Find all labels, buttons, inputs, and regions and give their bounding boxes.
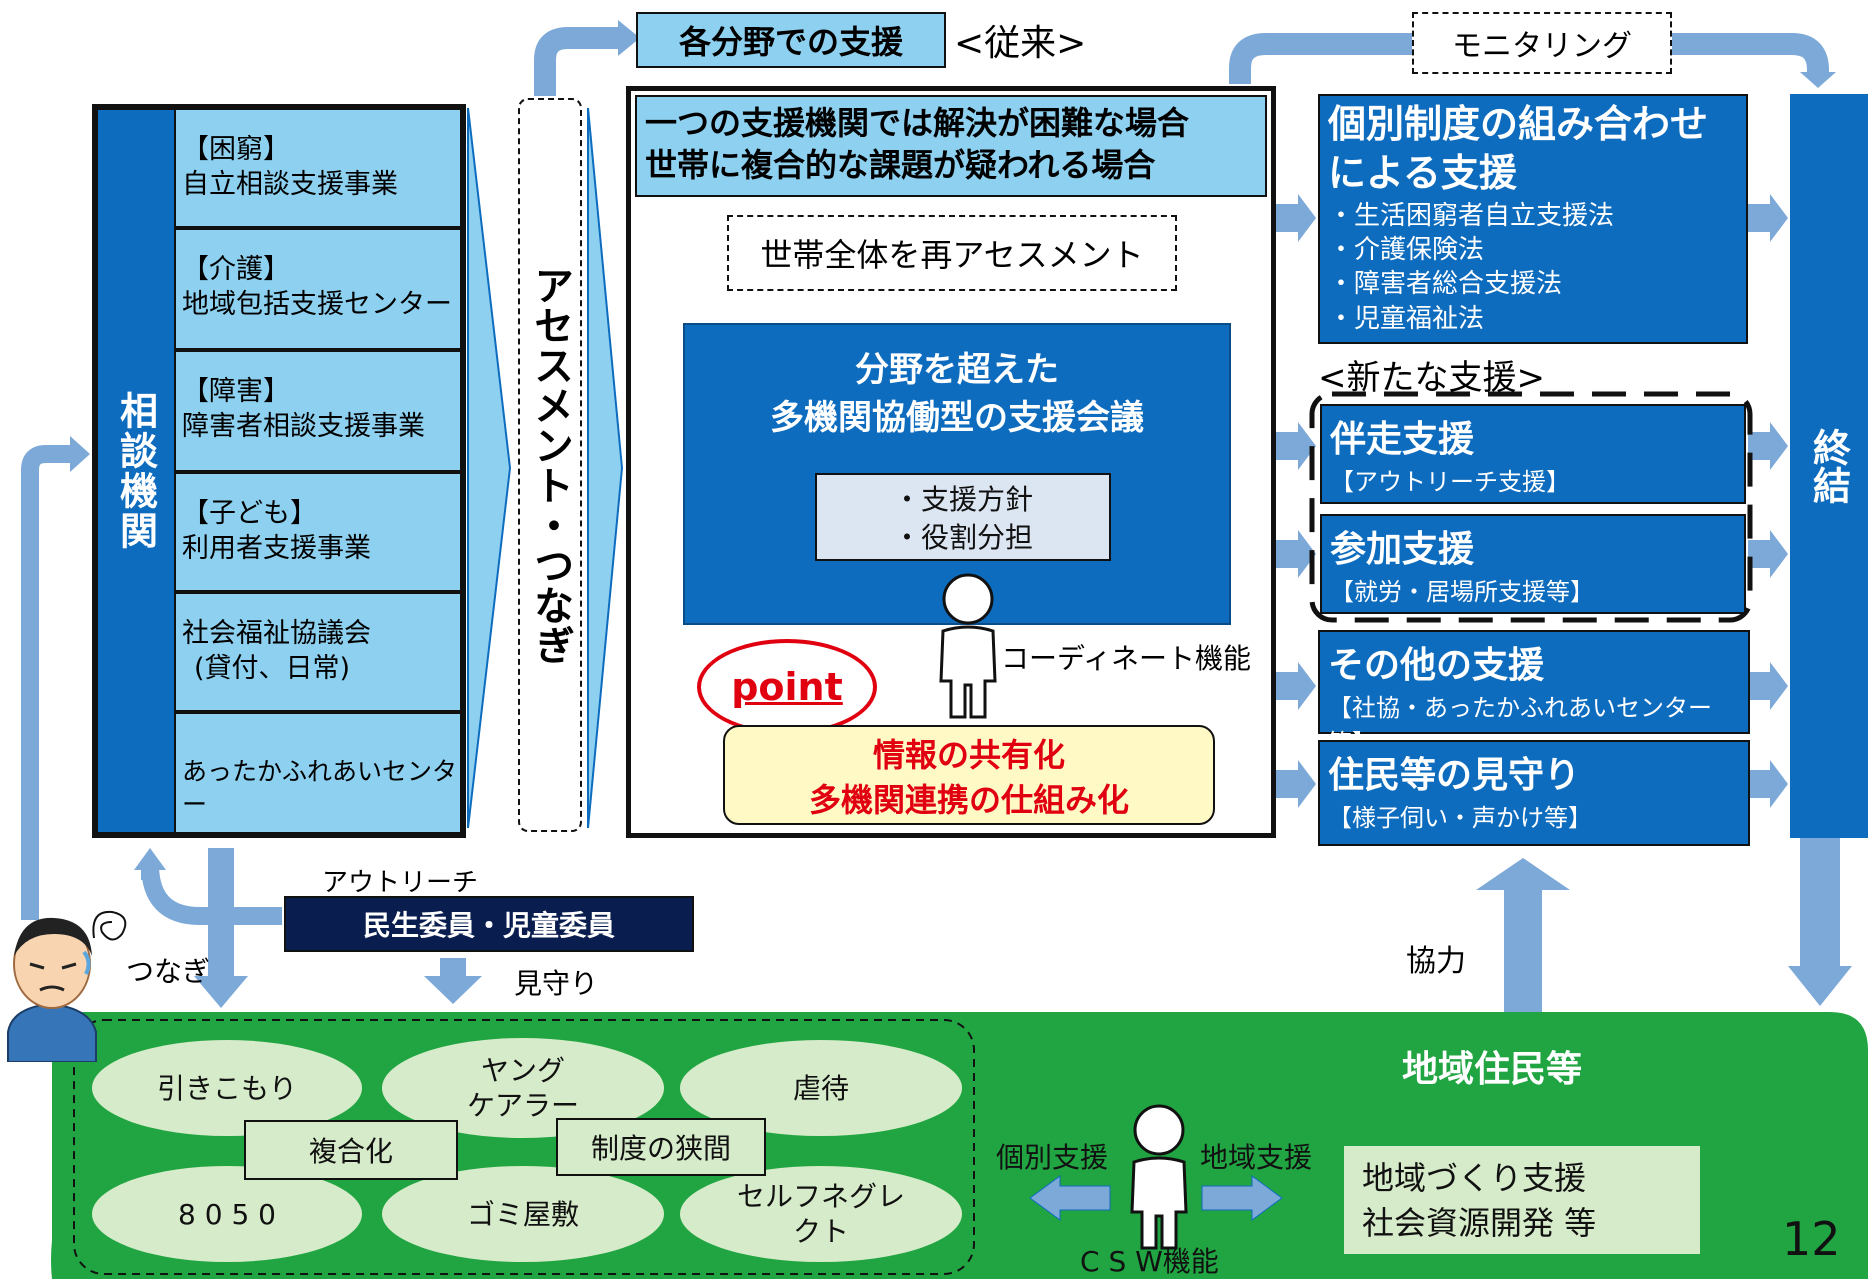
residents-label: 地域住民等 — [1402, 1049, 1583, 1090]
support-box-participation: 参加支援 【就労・居場所支援等】 — [1320, 514, 1746, 614]
agency-item: 【子ども】利用者支援事業 — [176, 474, 460, 592]
combined-support-box: 個別制度の組み合わせ による支援 ・生活困窮者自立支援法 ・介護保険法 ・障害者… — [1318, 94, 1748, 344]
support-sub: 【就労・居場所支援等】 — [1330, 578, 1594, 606]
arrow-person-to-agencies — [21, 445, 72, 920]
arrow-individual — [1029, 1175, 1111, 1221]
support-box-watch: 住民等の見守り 【様子伺い・声かけ等】 — [1318, 740, 1750, 846]
center-header-line1: 一つの支援機関では解決が困難な場合 — [645, 104, 1190, 142]
support-box-other: その他の支援 【社協・あったかふれあいセンター等】 — [1318, 630, 1750, 757]
issue-garbage-house: ゴミ屋敷 — [382, 1166, 664, 1262]
policy-line2: ・役割分担 — [892, 520, 1033, 554]
combined-title-line2: による支援 — [1328, 151, 1517, 196]
watch-label: 見守り — [514, 967, 599, 1000]
point-label: point — [731, 665, 843, 709]
conventional-support-label: 各分野での支援 — [678, 23, 903, 61]
csw-label: C S W機能 — [1080, 1245, 1219, 1278]
cooperate-label: 協力 — [1406, 944, 1466, 979]
page-number: 12 — [1782, 1212, 1841, 1266]
conventional-support-box: 各分野での支援 — [636, 12, 946, 68]
agency-item: 【困窮】自立相談支援事業 — [176, 110, 460, 228]
meeting-line2: 多機関協働型の支援会議 — [770, 397, 1144, 438]
outreach-label: アウトリーチ — [322, 868, 479, 898]
support-meeting-box: 分野を超えた 多機関協働型の支援会議 ・支援方針 ・役割分担 — [683, 323, 1231, 625]
point-bubble: point — [697, 639, 877, 735]
end-column: 終結 — [1790, 94, 1868, 838]
csw-person-icon — [1130, 1104, 1188, 1250]
arrows-supports-to-end — [1748, 194, 1788, 808]
agencies-title: 相談機関 — [113, 391, 158, 551]
monitoring-box: モニタリング — [1412, 12, 1672, 74]
volunteers-box: 民生委員・児童委員 — [284, 896, 694, 952]
agency-item: 【介護】地域包括支援センター — [176, 230, 460, 350]
support-sub: 【アウトリーチ支援】 — [1330, 468, 1570, 496]
volunteers-label: 民生委員・児童委員 — [362, 909, 615, 942]
support-title: 参加支援 — [1330, 529, 1475, 570]
new-support-tag: <新たな支援> — [1318, 358, 1545, 398]
law-item: ・児童福祉法 — [1328, 303, 1485, 334]
callout-line2: 多機関連携の仕組み化 — [808, 780, 1129, 819]
issue-8050: 8 0 5 0 — [92, 1166, 362, 1262]
support-box-accompany: 伴走支援 【アウトリーチ支援】 — [1320, 404, 1746, 504]
worried-person-icon — [7, 917, 97, 1062]
issue-self-neglect: セルフネグレクト — [680, 1166, 962, 1262]
conventional-tag: <従来> — [954, 23, 1087, 64]
worry-scribble-icon — [92, 910, 127, 941]
arrow-assessment-to-center — [587, 107, 624, 829]
callout-line1: 情報の共有化 — [872, 736, 1065, 774]
monitoring-label: モニタリング — [1452, 29, 1632, 64]
agency-item: 【障害】障害者相談支援事業 — [176, 352, 460, 472]
arrows-center-to-supports — [1276, 194, 1316, 808]
assessment-box: アセスメント・つなぎ — [518, 98, 582, 832]
individual-support-label: 個別支援 — [996, 1141, 1109, 1174]
policy-line1: ・支援方針 — [892, 483, 1033, 516]
agencies-title-column: 相談機関 — [98, 110, 174, 832]
center-header: 一つの支援機関では解決が困難な場合 世帯に複合的な課題が疑われる場合 — [635, 95, 1267, 197]
law-item: ・生活困窮者自立支援法 — [1328, 200, 1615, 231]
arrow-community — [1201, 1175, 1283, 1221]
assessment-label: アセスメント・つなぎ — [527, 265, 573, 665]
center-header-line2: 世帯に複合的な課題が疑われる場合 — [645, 145, 1156, 184]
agencies-list: 【困窮】自立相談支援事業 【介護】地域包括支援センター 【障害】障害者相談支援事… — [176, 110, 460, 832]
issues-frame — [73, 1019, 975, 1275]
agency-item: 社会福祉協議会(貸付、日常) — [176, 594, 460, 712]
community-dev-line2: 社会資源開発 等 — [1362, 1203, 1597, 1242]
law-item: ・介護保険法 — [1328, 235, 1485, 266]
center-panel: 一つの支援機関では解決が困難な場合 世帯に複合的な課題が疑われる場合 世帯全体を… — [626, 86, 1276, 838]
reassess-bubble: 世帯全体を再アセスメント — [727, 215, 1177, 291]
connect-label: つなぎ — [126, 955, 211, 988]
combined-title-line1: 個別制度の組み合わせ — [1328, 102, 1709, 146]
complex-tag: 複合化 — [244, 1120, 458, 1180]
policy-box: ・支援方針 ・役割分担 — [815, 473, 1111, 561]
arrow-to-conventional — [534, 27, 620, 96]
info-callout: 情報の共有化 多機関連携の仕組み化 — [723, 725, 1215, 825]
new-support-frame — [1309, 391, 1753, 623]
arrow-agencies-to-assessment — [467, 107, 512, 829]
support-title: その他の支援 — [1328, 645, 1545, 686]
gap-tag: 制度の狭間 — [556, 1118, 766, 1176]
end-label: 終結 — [1806, 428, 1851, 504]
law-item: ・障害者総合支援法 — [1328, 269, 1563, 300]
agencies-panel: 相談機関 【困窮】自立相談支援事業 【介護】地域包括支援センター 【障害】障害者… — [92, 104, 466, 838]
coordinator-person-icon — [939, 573, 997, 719]
community-dev-box: 地域づくり支援 社会資源開発 等 — [1344, 1146, 1700, 1254]
agency-item: あったかふれあいセンター — [176, 714, 460, 832]
support-sub: 【様子伺い・声かけ等】 — [1328, 804, 1592, 832]
community-dev-line1: 地域づくり支援 — [1362, 1159, 1587, 1197]
support-title: 伴走支援 — [1330, 419, 1475, 460]
coordinate-label: コーディネート機能 — [1001, 642, 1252, 675]
meeting-line1: 分野を超えた — [855, 350, 1059, 390]
community-support-label: 地域支援 — [1200, 1141, 1313, 1174]
reassess-label: 世帯全体を再アセスメント — [760, 236, 1144, 274]
support-title: 住民等の見守り — [1328, 755, 1581, 796]
